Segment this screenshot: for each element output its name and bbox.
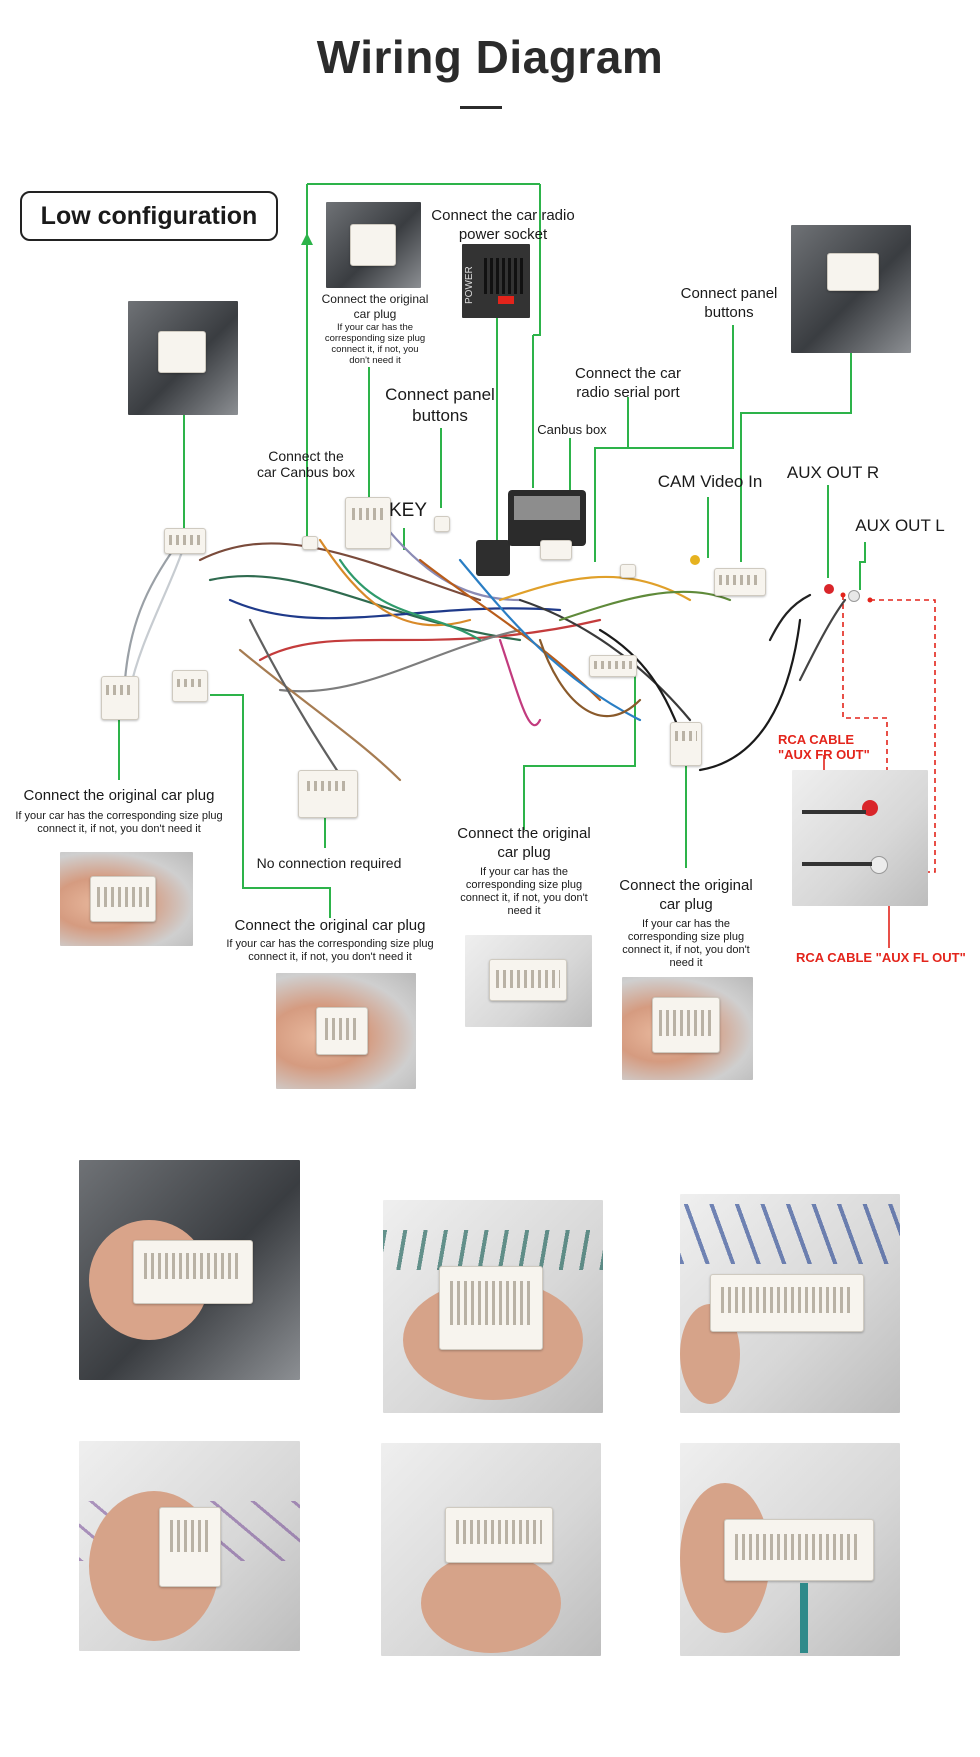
plug-photo-5 — [381, 1443, 601, 1656]
note-orig-plug-center-left: If your car has the corresponding size p… — [226, 938, 434, 963]
label-power-socket: Connect the car radio power socket — [431, 207, 575, 243]
label-orig-plug-center: Connect the original car plug — [457, 825, 591, 861]
label-rca-fl: RCA CABLE "AUX FL OUT" — [796, 950, 966, 965]
connector-left — [101, 676, 139, 720]
note-orig-plug-left: If your car has the corresponding size p… — [15, 810, 223, 835]
label-panel-buttons-right: Connect panel buttons — [680, 285, 778, 321]
note-orig-plug-top: If your car has the corresponding size p… — [324, 322, 426, 366]
label-orig-plug-center-left: Connect the original car plug — [234, 917, 426, 934]
connector-panel-right — [714, 568, 766, 596]
label-rca-fr-line2: "AUX FR OUT" — [778, 747, 870, 762]
plug-photo-6 — [680, 1443, 900, 1656]
label-orig-plug-top: Connect the original car plug — [321, 292, 429, 321]
power-socket-photo: POWER — [462, 244, 530, 318]
label-serial-port: Connect the car radio serial port — [575, 365, 681, 401]
power-socket-plug-text: POWER — [464, 266, 475, 304]
label-orig-plug-left: Connect the original car plug — [23, 787, 215, 804]
label-aux-out-l: AUX OUT L — [855, 516, 945, 535]
label-aux-out-r: AUX OUT R — [786, 463, 880, 482]
connector-canbus-box — [540, 540, 572, 560]
label-no-connection: No connection required — [256, 855, 402, 871]
label-panel-buttons-mid: Connect panel buttons — [385, 385, 495, 425]
connector-canbus-small — [302, 536, 318, 550]
connector-top-left — [164, 528, 206, 554]
plug-photo-4 — [79, 1441, 300, 1651]
label-orig-plug-right: Connect the original car plug — [619, 877, 753, 913]
label-canbus-box: Canbus box — [537, 422, 607, 437]
power-plug-black — [476, 540, 510, 576]
connector-center — [670, 722, 702, 766]
note-orig-plug-right: If your car has the corresponding size p… — [622, 918, 750, 969]
orig-plug-center-photo — [465, 935, 592, 1027]
orig-plug-center-left-photo — [276, 973, 416, 1089]
label-rca-fr: RCA CABLE "AUX FR OUT" — [778, 732, 898, 762]
connector-no-connection — [298, 770, 358, 818]
configuration-label: Low configuration — [20, 191, 278, 241]
note-orig-plug-center: If your car has the corresponding size p… — [460, 866, 588, 917]
top-left-photo — [128, 301, 238, 415]
leader-lines — [118, 183, 866, 918]
orig-plug-left-photo — [60, 852, 193, 946]
connector-orig-top — [345, 497, 391, 549]
plug-photo-3 — [680, 1194, 900, 1413]
plug-photo-1 — [79, 1160, 300, 1380]
top-right-photo — [791, 225, 911, 353]
rca-cable-photo — [792, 770, 928, 906]
page-title: Wiring Diagram — [316, 31, 664, 83]
label-canbus-connect-line2: car Canbus box — [256, 464, 356, 480]
label-rca-fr-line1: RCA CABLE — [778, 732, 855, 747]
connector-panel-small — [434, 516, 450, 532]
orig-plug-top-photo — [326, 202, 421, 288]
title-underline — [460, 106, 502, 109]
orig-plug-right-photo — [622, 977, 753, 1080]
label-cam-video: CAM Video In — [657, 472, 763, 491]
arrow-up-icon — [301, 233, 313, 245]
label-canbus-connect-line1: Connect the — [268, 448, 344, 464]
cam-video-rca-icon — [690, 555, 700, 565]
aux-l-rca-icon — [848, 590, 860, 602]
connector-center-left — [589, 655, 637, 677]
aux-r-rca-icon — [824, 584, 834, 594]
connector-left-small — [172, 670, 208, 702]
label-canbus-connect: Connect the car Canbus box — [256, 448, 356, 480]
label-key: KEY — [388, 500, 428, 521]
connector-serial-small — [620, 564, 636, 578]
canbus-box — [508, 490, 586, 546]
plug-photo-2 — [383, 1200, 603, 1413]
